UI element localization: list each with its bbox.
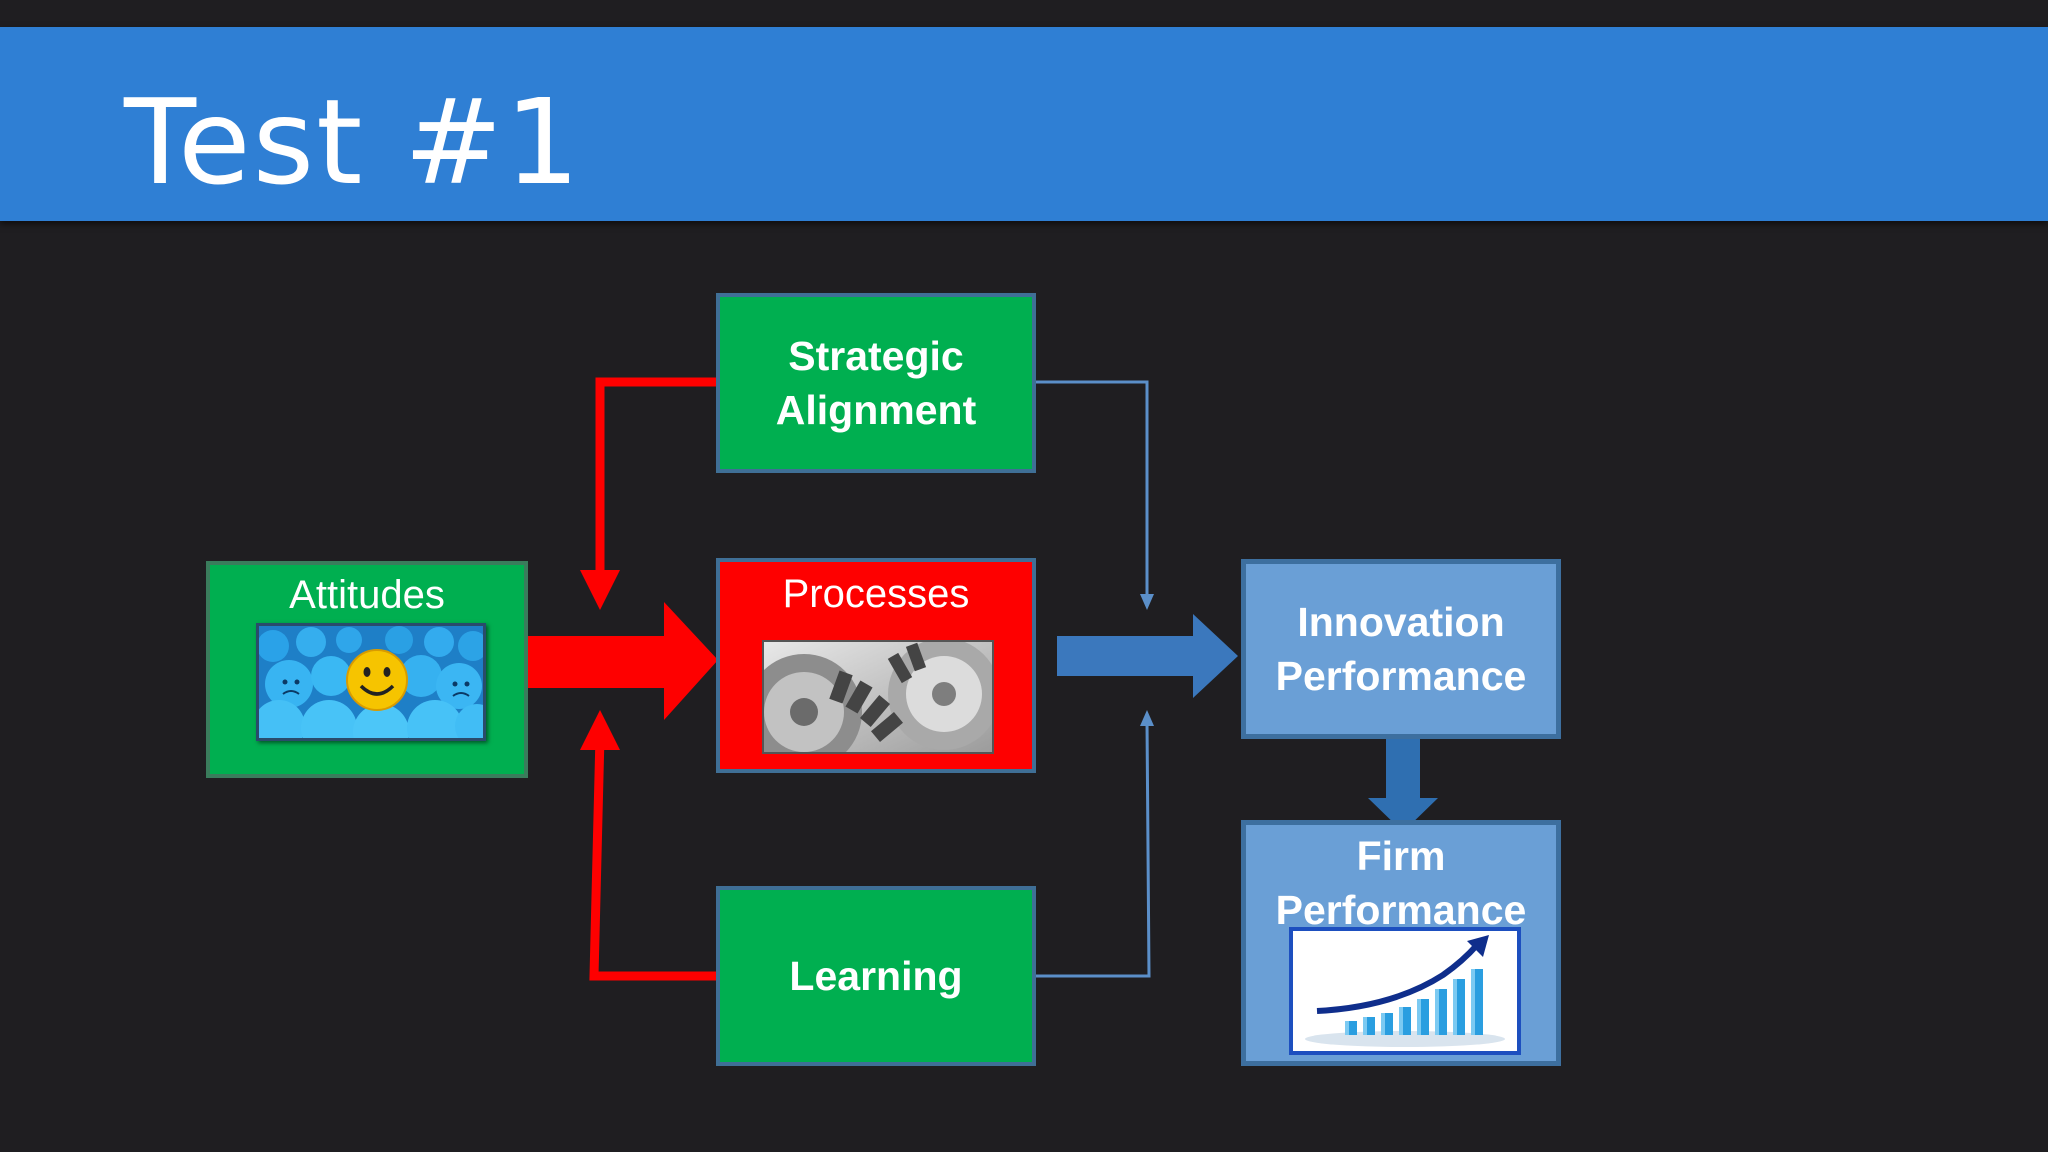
learning-to-junction-red-line (589, 735, 716, 981)
gears-image (762, 640, 994, 754)
firm-performance-line2: Performance (1275, 887, 1527, 933)
title-bar: Test #1 (0, 27, 2048, 221)
innovation-performance-line2: Performance (1275, 653, 1527, 699)
attitudes-box: Attitudes (206, 561, 528, 778)
red-arrowhead-up (580, 710, 620, 750)
firm-performance-line1: Firm (1356, 833, 1446, 879)
strategic-to-junction-blue-line (1036, 380, 1149, 600)
blue-arrowhead-up (1140, 710, 1154, 726)
smiley-crowd-image (256, 623, 486, 741)
top-strip (0, 0, 2048, 27)
red-arrowhead-down (580, 570, 620, 610)
learning-to-junction-blue-line (1036, 721, 1151, 978)
processes-to-innovation-arrow (1057, 614, 1238, 698)
growth-chart-image (1289, 927, 1521, 1055)
innovation-performance-box: Innovation Performance (1241, 559, 1561, 739)
firm-performance-box: Firm Performance (1241, 820, 1561, 1066)
learning-label: Learning (789, 953, 963, 999)
slide-title: Test #1 (124, 73, 582, 211)
strategic-to-junction-red-line (595, 377, 716, 590)
attitudes-to-processes-arrow (526, 602, 718, 720)
strategic-alignment-line1: Strategic (788, 333, 964, 379)
blue-arrowhead-down (1140, 594, 1154, 610)
attitudes-label: Attitudes (289, 573, 445, 617)
growth-chart-icon (1293, 931, 1517, 1051)
strategic-alignment-line2: Alignment (775, 387, 977, 433)
innovation-performance-line1: Innovation (1297, 599, 1505, 645)
innovation-to-firm-arrow (1368, 710, 1438, 832)
learning-box: Learning (716, 886, 1036, 1066)
strategic-alignment-box: Strategic Alignment (716, 293, 1036, 473)
gears-icon (764, 642, 992, 752)
processes-box: Processes (716, 558, 1036, 773)
smiley-crowd-icon (259, 626, 483, 738)
processes-label: Processes (782, 572, 970, 616)
